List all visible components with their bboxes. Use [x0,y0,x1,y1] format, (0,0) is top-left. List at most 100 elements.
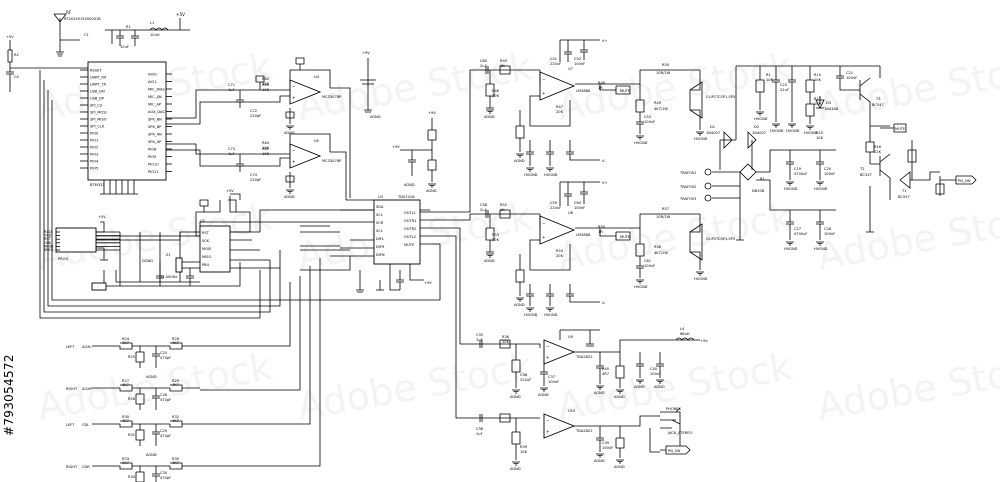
r49-val: 4K7/1W [654,107,668,111]
agnd-label-2: AGND [404,183,415,187]
psu-comp-ref: R10 [814,73,822,77]
psu-comp-val: 100nF [824,172,835,176]
opamp-part: LM3886 [576,89,591,93]
c1-ref: C1 [84,33,89,37]
filter-comp-ref: R64 [262,141,270,145]
input-cap [152,388,160,410]
ground-label: HVGND [814,187,828,191]
speaker1-label: CLIP1 [706,95,716,99]
ground-symbol [516,297,524,302]
r56-ref: R56 [654,245,662,249]
prog-pin-label: MISO [44,248,53,252]
ground-symbol [806,125,814,130]
r50-ref: R50 [662,63,670,67]
input-comp-val: 470pF [160,398,171,402]
hp-comp-val: 68uH [680,332,690,336]
mute-label-lower: MUTE [620,235,631,239]
amp-comp-val: 20K [492,94,500,98]
input-section: LEFTRIGHTAUXLAUXRR244K7R264K7R25C25470pF… [66,258,321,482]
input-comp-ref: C30 [160,471,168,475]
t1-part: BC557 [898,195,910,199]
diode-part: 1N4148 [824,107,839,111]
ground-symbol [286,125,294,130]
amp-comp-ref: R46 [492,89,500,93]
speaker1-part: TCSP1.SP5 [715,95,735,99]
t3-part: BC547 [872,103,884,107]
ground-symbol [636,135,644,140]
ground-symbol [512,389,520,394]
ground-symbol [428,183,436,188]
ground-label: HVGND [784,247,798,251]
ground-symbol [516,153,524,158]
watermark-text: Adobe Stock [814,194,1000,279]
psu-comp-ref: C19 [794,167,802,171]
opamp-symbol [543,413,576,439]
bt-module: RESETUART_RXUART_TXUSB_DNUSB_DPSPI_CSSPI… [80,61,172,187]
amp-comp-ref: R53 [492,233,499,237]
bt-pin-label: PIO0 [90,132,99,136]
opamp-symbol [539,215,576,245]
ground-label: HVGND [786,129,800,133]
mcu-pin-label: PB4 [202,263,210,267]
bt-pin-label: SPI_MOSI [90,111,107,115]
bt-pin-label: UART_TX [90,83,107,87]
mcu-pin-label: MOSI [202,247,211,251]
input-comp-val: 4K7 [172,461,179,465]
filter-comp-ref: C73 [228,147,235,151]
bt-pin-label: PIO9 [148,155,157,159]
hp-comp-ref: C38 [476,427,484,431]
amp-comp-ref: C58 [480,203,488,207]
input-right-label: RIGHT [66,387,78,391]
bt-module-name: BTM331 [90,183,105,187]
input-left-label: LEFT [66,423,75,427]
diode-ref: D3 [826,101,831,105]
opamp-plus: + [546,355,550,360]
driver-lower: −+U8LM3886C582u2R521KR5320KC59220uFC6010… [480,181,735,306]
bt-pin-label: AUX_DAC [148,110,165,114]
r56-val: 4K7/1W [654,251,668,255]
u3-pin-left: SCL [376,229,383,233]
v5-label-2: +5V [6,35,14,39]
bt-pin-label: AIO1 [148,80,157,84]
ground-label: HVGND [524,173,538,177]
pn-sw-label: PN_SW [958,179,971,183]
input-comp-ref: R29 [172,379,180,383]
hp-comp-val: 10K [520,450,528,454]
input-line [92,420,200,428]
opamp-symbol [539,71,576,101]
t2-ref: T2 [859,167,864,171]
headphone-name: PHONES [666,407,682,411]
ground-symbol [816,241,824,246]
antenna-part: RF2019015000001B [64,17,101,21]
ground-label: HVGND [814,247,828,251]
opamp-plus: + [292,95,296,100]
bt-pin-label: AIO0 [148,73,157,77]
diode-ref: D1 [710,125,715,129]
opamp-minus: − [542,77,546,82]
input-comp-val: 470pF [160,434,171,438]
input-comp-ref: R28 [128,397,136,401]
input-shunt [135,466,145,482]
bt-pin-label: PIO5 [90,167,98,171]
ground-symbol [596,385,604,390]
psu-comp-ref: C20 [824,167,832,171]
ground-label: AGND [594,391,605,395]
opamp-part: TDA2822 [575,429,593,433]
amp-comp-ref: R48 [598,81,606,85]
ground-label: HVGND [634,285,648,289]
v9-label-4: +9V [392,145,400,149]
v9-label: +9V [362,51,370,55]
opamp-minus: − [546,418,550,423]
amp-comp-val: 20K [492,238,500,242]
ground-symbol [696,131,704,136]
input-comp-ref: R32 [172,415,179,419]
psu-comp-val: 4700uF [794,172,808,176]
ground-symbol [786,241,794,246]
input-cap [152,346,160,368]
psu-comp-ref: C21 [846,71,853,75]
input-comp-val: 4K7 [172,341,179,345]
hp-comp-ref: C36 [520,373,528,377]
input-comp-ref: R34 [128,475,136,479]
psu-comp-ref: C28 [824,227,832,231]
